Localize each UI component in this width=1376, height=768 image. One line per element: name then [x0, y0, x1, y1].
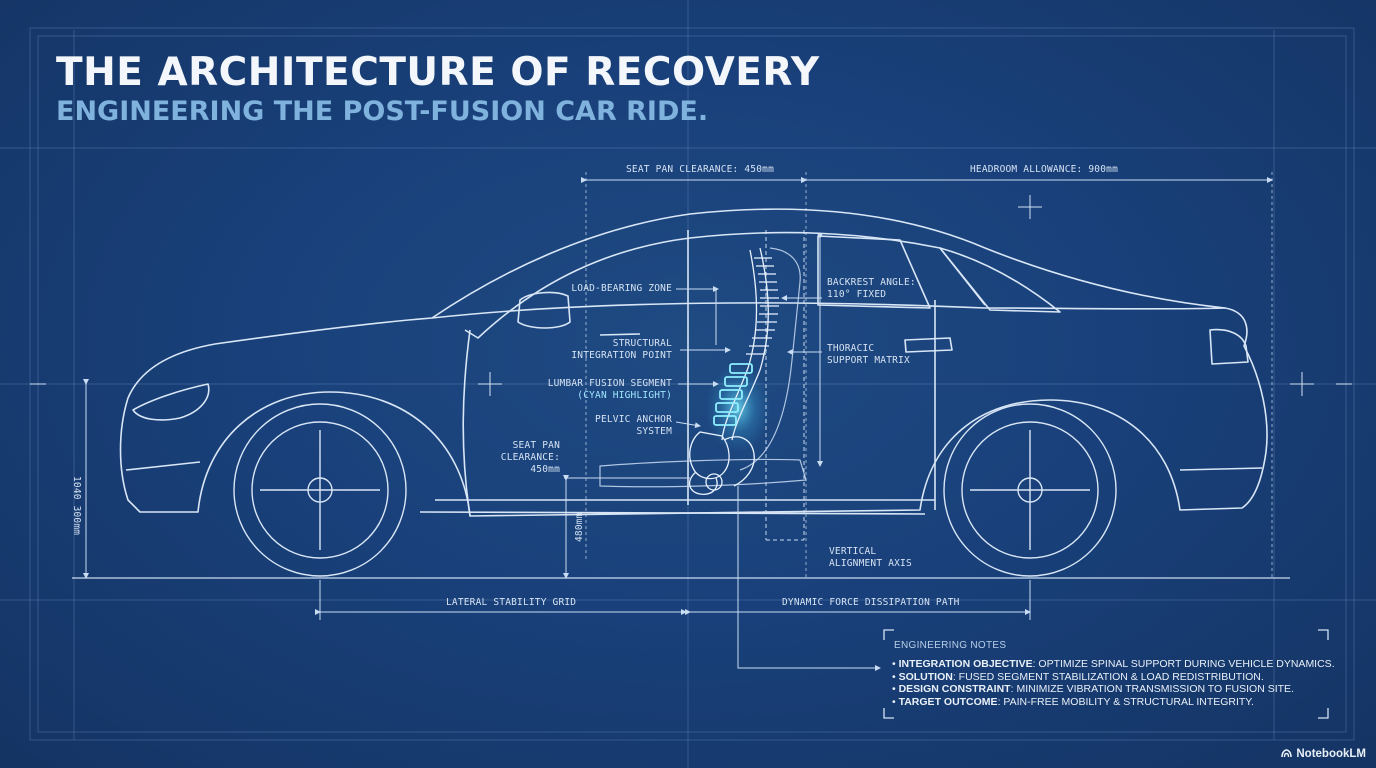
pelvis: [689, 431, 755, 495]
pelvic-anchor-label-2: SYSTEM: [636, 426, 672, 437]
note-text: : FUSED SEGMENT STABILIZATION & LOAD RED…: [952, 670, 1264, 683]
thoracic-support-label-2: SUPPORT MATRIX: [827, 355, 910, 366]
engineering-notes-panel: ENGINEERING NOTES • INTEGRATION OBJECTIV…: [884, 630, 1335, 718]
note-item: • DESIGN CONSTRAINT: MINIMIZE VIBRATION …: [892, 683, 1294, 695]
note-text: : OPTIMIZE SPINAL SUPPORT DURING VEHICLE…: [1032, 658, 1335, 670]
backrest-angle-label-2: 110° FIXED: [827, 289, 887, 300]
notes-brackets: [883, 629, 1329, 719]
crosshair-marks: [30, 195, 1352, 396]
spine-illustration: [689, 247, 779, 495]
dimension-lines: [83, 172, 1273, 620]
backrest-angle-label-1: BACKREST ANGLE:: [827, 277, 916, 288]
seat-pan-label-2: CLEARANCE:: [500, 452, 560, 463]
dynamic-force-path-label: DYNAMIC FORCE DISSIPATION PATH: [782, 597, 960, 608]
seat-pan-label-1: SEAT PAN: [512, 440, 560, 451]
notebooklm-watermark: NotebookLM: [1281, 748, 1366, 760]
load-bearing-zone-label: LOAD-BEARING ZONE: [571, 283, 672, 294]
callout-leaders: [564, 286, 881, 671]
brand-label: NotebookLM: [1296, 748, 1366, 760]
vertebrae: [746, 257, 779, 355]
seat-outline: [599, 247, 807, 488]
notebooklm-logo-icon: [1281, 749, 1293, 758]
structural-integration-label-2: INTEGRATION POINT: [571, 350, 672, 361]
lumbar-fusion-label-2: (CYAN HIGHLIGHT): [577, 390, 672, 401]
page-subtitle: ENGINEERING THE POST-FUSION CAR RIDE.: [56, 96, 709, 127]
seat-pan-label-3: 450mm: [530, 464, 560, 475]
lumbar-fusion-label-1: LUMBAR FUSION SEGMENT: [547, 378, 672, 389]
rear-wheel: [943, 403, 1117, 577]
engineering-notes-list: • INTEGRATION OBJECTIVE: OPTIMIZE SPINAL…: [892, 658, 1335, 708]
front-wheel: [233, 403, 407, 577]
note-key: TARGET OUTCOME: [898, 695, 998, 708]
pelvic-anchor-label-1: PELVIC ANCHOR: [595, 414, 672, 425]
vertical-alignment-label-1: VERTICAL: [829, 546, 877, 557]
thoracic-support-label-1: THORACIC: [827, 343, 875, 354]
seat-height-label: 480mm: [574, 512, 585, 542]
headroom-allowance-label: HEADROOM ALLOWANCE: 900mm: [970, 164, 1118, 175]
note-key: DESIGN CONSTRAINT: [898, 683, 1011, 695]
note-text: : PAIN-FREE MOBILITY & STRUCTURAL INTEGR…: [997, 695, 1254, 708]
engineering-notes-heading: ENGINEERING NOTES: [894, 640, 1007, 651]
car-outline: [119, 208, 1268, 517]
lumbar-fusion-segment: [713, 363, 753, 426]
note-key: SOLUTION: [898, 670, 953, 683]
seat-pan-clearance-top-label: SEAT PAN CLEARANCE: 450mm: [626, 164, 774, 175]
vertical-alignment-label-2: ALIGNMENT AXIS: [829, 558, 912, 569]
left-height-label: 1040 300mm: [71, 476, 82, 536]
lateral-stability-grid-label: LATERAL STABILITY GRID: [446, 597, 577, 608]
note-key: INTEGRATION OBJECTIVE: [898, 658, 1033, 670]
structural-integration-label-1: STRUCTURAL: [612, 338, 672, 349]
page-title: THE ARCHITECTURE OF RECOVERY: [56, 50, 820, 95]
note-text: : MINIMIZE VIBRATION TRANSMISSION TO FUS…: [1010, 683, 1294, 695]
note-item: • TARGET OUTCOME: PAIN-FREE MOBILITY & S…: [892, 695, 1254, 708]
note-item: • SOLUTION: FUSED SEGMENT STABILIZATION …: [892, 670, 1264, 683]
note-item: • INTEGRATION OBJECTIVE: OPTIMIZE SPINAL…: [892, 658, 1335, 670]
